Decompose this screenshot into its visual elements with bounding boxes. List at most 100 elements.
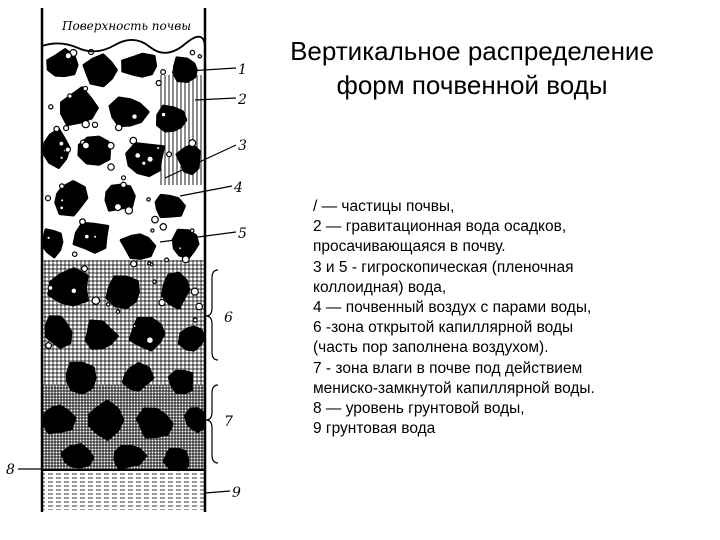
air-bubble <box>161 112 166 117</box>
mark-6: 6 <box>224 310 233 326</box>
air-bubble <box>147 198 150 201</box>
air-bubble <box>84 234 89 239</box>
air-bubble <box>116 310 119 313</box>
air-bubble <box>107 142 114 149</box>
air-bubble <box>196 303 202 309</box>
soil-particle <box>164 449 187 470</box>
air-bubble <box>122 176 126 180</box>
air-bubble <box>152 216 159 223</box>
air-bubble <box>82 266 88 272</box>
air-bubble <box>60 184 65 189</box>
air-bubble <box>142 161 146 165</box>
air-bubble <box>179 247 182 250</box>
air-bubble <box>198 55 201 58</box>
soil-profile-diagram: Поверхность почвы 1 2 3 4 5 6 7 8 9 <box>0 0 290 540</box>
air-bubble <box>153 280 156 283</box>
air-bubble <box>189 140 196 147</box>
brace-6 <box>206 270 218 360</box>
air-bubble <box>61 199 64 202</box>
air-bubble <box>92 297 99 304</box>
air-bubble <box>135 153 141 159</box>
air-bubble <box>133 325 136 328</box>
air-bubble <box>147 156 153 162</box>
air-bubble <box>114 204 121 211</box>
air-bubble <box>68 94 72 98</box>
air-bubble <box>46 196 51 201</box>
mark-8: 8 <box>6 462 15 478</box>
legend-line: коллоидная) вода, <box>313 278 713 298</box>
air-bubble <box>159 300 165 306</box>
legend-line: 4 — почвенный воздух с парами воды, <box>313 298 713 318</box>
soil-particle <box>158 106 186 131</box>
air-bubble <box>73 252 77 256</box>
legend-line: просачивающаяся в почву. <box>313 237 713 257</box>
air-bubble <box>148 262 151 265</box>
air-bubble <box>121 182 126 187</box>
mark-1: 1 <box>238 62 247 78</box>
air-bubble <box>191 288 198 295</box>
mark-7: 7 <box>224 414 233 430</box>
legend-line: 3 и 5 - гигроскопическая (пленочная <box>313 258 713 278</box>
legend-line: 8 — уровень грунтовой воды, <box>313 399 713 419</box>
groundwater-zone <box>42 470 205 510</box>
title-line-1: Вертикальное распределение <box>262 34 682 68</box>
legend-line: 7 - зона влаги в почве под действием <box>313 359 713 379</box>
legend-line: 6 -зона открытой капиллярной воды <box>313 318 713 338</box>
air-bubble <box>94 235 97 238</box>
legend-line: (часть пор заполнена воздухом). <box>313 338 713 358</box>
air-bubble <box>167 152 172 157</box>
air-bubble <box>59 141 64 146</box>
air-bubble <box>47 236 50 239</box>
surface-label: Поверхность почвы <box>61 19 191 33</box>
air-bubble <box>65 53 71 59</box>
legend-line: мениско-замкнутой капиллярной воды. <box>313 379 713 399</box>
air-bubble <box>190 229 194 233</box>
air-bubble <box>132 114 138 120</box>
air-bubble <box>92 122 97 127</box>
air-bubble <box>83 86 87 90</box>
legend-line: / — частицы почвы, <box>313 197 713 217</box>
air-bubble <box>49 105 53 109</box>
air-bubble <box>131 261 137 267</box>
air-bubble <box>107 303 110 306</box>
mark-9: 9 <box>232 485 241 501</box>
soil-particle <box>107 277 139 307</box>
soil-particle <box>67 363 95 393</box>
air-bubble <box>60 156 63 159</box>
air-bubble <box>82 121 89 128</box>
air-bubble <box>125 207 132 214</box>
mark-2: 2 <box>237 92 247 108</box>
air-bubble <box>82 142 89 149</box>
air-bubble <box>151 229 154 232</box>
air-bubble <box>156 81 161 86</box>
air-bubble <box>193 318 197 322</box>
air-bubble <box>130 137 137 144</box>
soil-particle <box>174 58 196 82</box>
air-bubble <box>71 288 77 294</box>
air-bubble <box>108 164 114 170</box>
mark-4: 4 <box>233 180 243 196</box>
soil-column <box>42 40 205 510</box>
air-bubble <box>182 256 189 263</box>
title-line-2: форм почвенной воды <box>262 68 682 102</box>
air-bubble <box>165 258 169 262</box>
air-bubble <box>147 337 154 344</box>
air-bubble <box>157 146 160 149</box>
air-bubble <box>48 286 53 291</box>
brace-7 <box>206 385 218 463</box>
legend-list: / — частицы почвы, 2 — гравитационная во… <box>313 197 713 439</box>
air-bubble <box>190 50 194 54</box>
air-bubble <box>64 126 69 131</box>
mark-5: 5 <box>238 226 247 242</box>
legend-line: 9 грунтовая вода <box>313 419 713 439</box>
slide-title: Вертикальное распределение форм почвенно… <box>262 34 682 102</box>
air-bubble <box>116 124 122 130</box>
air-bubble <box>46 343 52 349</box>
air-bubble <box>60 206 64 210</box>
leader-9 <box>205 491 230 493</box>
air-bubble <box>160 224 166 230</box>
air-bubble <box>65 147 70 152</box>
air-bubble <box>80 219 86 225</box>
air-bubble <box>161 70 166 75</box>
mark-3: 3 <box>238 138 247 154</box>
